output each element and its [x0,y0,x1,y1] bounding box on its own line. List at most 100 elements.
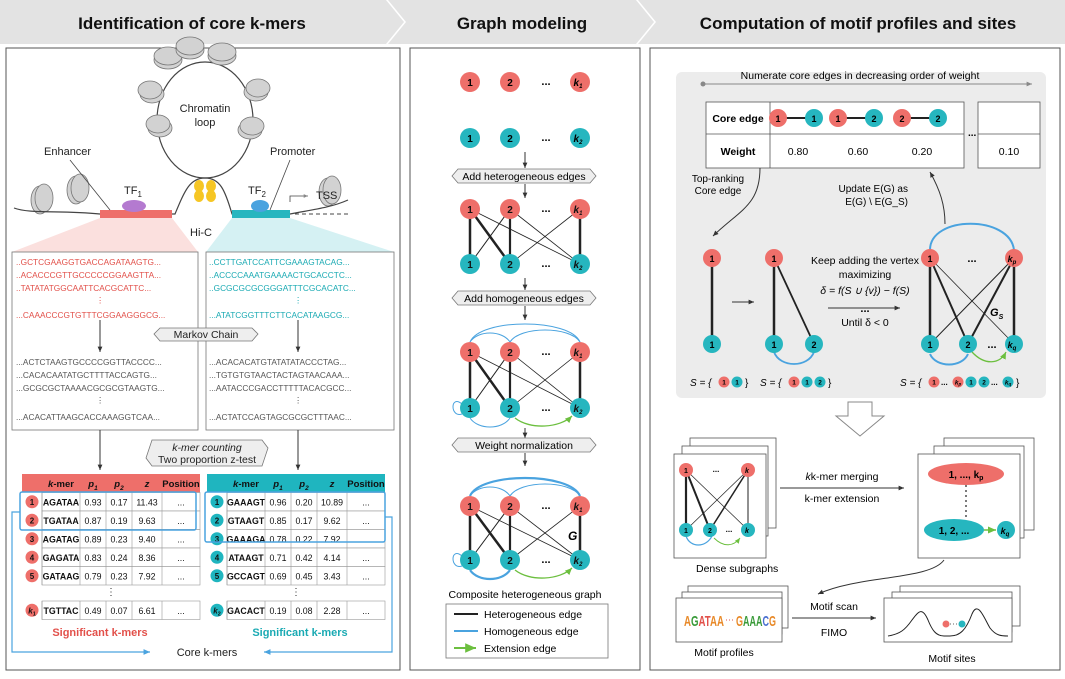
table-right-cell: 4.14 [323,553,340,563]
weight-3: 0.20 [912,146,933,158]
weight-header: Weight [721,146,756,158]
table-left-cell: 0.83 [84,553,101,563]
svg-text:1: 1 [932,380,936,387]
svg-text:2: 2 [982,380,986,387]
merged-teal-label: 1, 2, ... [939,526,970,537]
svg-text:...: ... [541,203,550,215]
table-left-cell: 6.61 [138,606,155,616]
seq-gray-l-last: ...ACACATTAAGCACCAAAGGTCAA... [16,412,160,422]
table-right-cell: 2.28 [323,606,340,616]
svg-text:5: 5 [30,572,35,581]
keep-adding-2: maximizing [839,269,892,281]
table-right-cell: ... [362,498,369,508]
svg-text:2: 2 [507,78,513,89]
table-left-col-header: Position [162,479,200,490]
svg-text:1: 1 [467,78,473,89]
table-right-col-header: p1 [272,479,283,492]
svg-text:⋮: ⋮ [294,395,302,405]
svg-text:...: ... [541,76,550,88]
logo-right: GAAACG [736,613,776,630]
table-right-cell: 0.78 [269,535,286,545]
logo-left: AGATAA [684,613,724,630]
table-left-cell: ... [177,535,184,545]
seq-teal-1: ..CCTTGATCCATTCGAAAGTACAG... [209,257,350,267]
table-left-cell: ... [177,572,184,582]
graph-node-red-k1 [570,342,590,362]
delta-formula: δ = f(S ∪ {v}) − f(S) [820,285,909,297]
promoter-funnel [206,218,394,252]
panel3-title: Computation of motif profiles and sites [700,14,1016,33]
svg-text:...: ... [987,339,996,351]
svg-text:...: ... [541,402,550,414]
graph-node-teal-2 [500,550,520,570]
svg-text:1: 1 [30,498,35,507]
table-left-cell: 0.79 [84,572,101,582]
table-right-col-header: Position [347,479,385,490]
table-right-cell: 0.17 [295,516,312,526]
table-left-cell: 9.63 [138,516,155,526]
keep-adding-1: Keep adding the vertex [811,255,920,267]
table-left-cell: 0.23 [110,572,127,582]
chromatin-loop-label-1: Chromatin [180,103,231,115]
panel1-title: Identification of core k-mers [78,14,306,33]
table-left-cell: 0.07 [110,606,127,616]
svg-text:2: 2 [507,205,513,216]
table-left-cell: 0.23 [110,535,127,545]
seq-gray-r1: ...ACACACATGTATATATACCCTAG... [209,357,346,367]
svg-text:2: 2 [871,114,876,124]
table-left-row-index [25,495,39,509]
table-right-row-index [210,550,224,564]
core-left-highlight [19,491,197,531]
svg-text:2: 2 [899,114,904,124]
seq-gray-l3: ...GCGCGCTAAAACGCGCGTAAGTG... [16,383,165,393]
hic-label: Hi-C [190,227,212,239]
table-right-cell: 0.19 [269,606,286,616]
svg-text:1: 1 [215,498,220,507]
merged-red-label: 1, ..., kp [949,470,984,482]
graph-g-label: G [568,529,577,543]
until-label: Until δ < 0 [841,317,889,329]
table-left-row-index [25,513,39,527]
svg-text:2: 2 [708,528,712,535]
svg-text:...: ... [541,346,550,358]
seq-gray-r-last: ...ACTATCCAGTAGCGCGCTTTAAC... [209,412,352,422]
svg-text:2: 2 [965,340,970,350]
svg-text:kq: kq [1008,340,1017,352]
seq-gray-r3: ...AATACCCGACCTTTTTACACGCC... [209,383,351,393]
table-right-cell: 0.20 [295,498,312,508]
svg-text:}: } [828,378,832,389]
svg-text:1: 1 [709,340,714,350]
table-left-cell: 0.19 [110,516,127,526]
table-left-col-header: z [144,479,150,490]
graph-node-red-1 [460,496,480,516]
top-ranking-1: Top-ranking [692,174,744,185]
svg-text:...: ... [860,303,869,315]
table-right-cell: 0.08 [295,606,312,616]
table-left-cell: TGTTAC [43,606,79,616]
table-left-cell: 0.93 [84,498,101,508]
motif-sites [883,585,1021,643]
table-right-row-index [210,569,224,583]
svg-text:1: 1 [835,114,840,124]
svg-text:...: ... [541,500,550,512]
table-right-row-index [210,603,224,617]
svg-text:2: 2 [818,380,822,387]
table-right-cell: GTAAGT [228,516,265,526]
svg-text:2: 2 [935,114,940,124]
graph-node-teal-k2 [570,550,590,570]
svg-text:2: 2 [811,340,816,350]
seq-teal-3: ..GCGCGCGCGGGATTTCGCACATC... [209,283,356,293]
table-left-cell: 11.43 [136,498,157,508]
table-right-col-header: p2 [298,479,309,492]
svg-text:k2: k2 [574,556,584,568]
svg-text:...: ... [541,132,550,144]
svg-text:1: 1 [771,340,776,350]
enhancer-funnel [12,218,198,252]
svg-text:⋮: ⋮ [106,587,116,598]
table-left-cell: 0.49 [84,606,101,616]
table-right-cell: 0.45 [295,572,312,582]
top-ranking-2: Core edge [695,186,742,197]
svg-text:1: 1 [811,114,816,124]
